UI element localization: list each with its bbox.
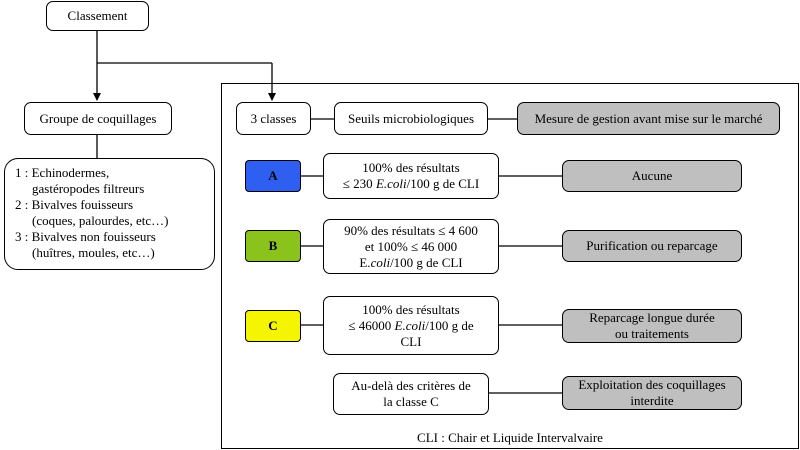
- thresholds-header-label: Seuils microbiologiques: [347, 110, 475, 126]
- class-b-threshold-unit: /100 g de CLI: [390, 254, 463, 270]
- beyond-threshold-line-1: Au-delà des critères de: [351, 378, 471, 393]
- footnote: CLI : Chair et Liquide Intervalvaire: [417, 430, 603, 445]
- class-b-threshold-species: coli: [370, 254, 391, 270]
- groups-box: Groupe de coquillages: [24, 102, 172, 135]
- management-header-label: Mesure de gestion avant mise sur le marc…: [534, 110, 763, 126]
- class-c-threshold-unit: /100 g de: [425, 317, 474, 333]
- root-box: Classement: [46, 1, 149, 31]
- class-c-letter: C: [268, 318, 278, 333]
- beyond-threshold-box: Au-delà des critères de la classe C: [333, 373, 489, 415]
- root-label: Classement: [67, 8, 128, 23]
- beyond-measure-line-1: Exploitation des coquillages: [578, 377, 726, 392]
- groups-list: 1 : Echinodermes, gastéropodes filtreurs…: [4, 158, 215, 270]
- list-item-continuation: (coques, palourdes, etc…): [32, 213, 169, 228]
- class-c-measure-line-2: ou traitements: [614, 326, 689, 341]
- thresholds-header-box: Seuils microbiologiques: [334, 102, 488, 135]
- list-item: 1 : Echinodermes,: [15, 165, 110, 180]
- classes-panel: [221, 83, 799, 449]
- class-a-badge: A: [245, 160, 301, 192]
- class-a-threshold-text: ≤ 230: [342, 176, 376, 191]
- class-c-threshold-line-3: CLI: [400, 333, 422, 349]
- management-header-box: Mesure de gestion avant mise sur le marc…: [517, 102, 780, 135]
- class-c-threshold-line-1: 100% des résultats: [362, 301, 460, 317]
- class-c-measure-line-1: Reparcage longue durée: [589, 310, 715, 325]
- class-c-threshold-box: 100% des résultats ≤ 46000 E.coli/100 g …: [323, 296, 499, 355]
- class-a-threshold-box: 100% des résultats ≤ 230 E.coli/100 g de…: [323, 153, 499, 199]
- class-c-threshold-species: E.coli: [394, 317, 426, 333]
- classes-header-label: 3 classes: [250, 110, 297, 126]
- class-b-threshold-line-3: E.coli/100 g de CLI: [359, 255, 462, 271]
- class-a-threshold-species: E.coli: [375, 176, 407, 191]
- class-a-measure-label: Aucune: [631, 168, 673, 183]
- class-b-letter: B: [268, 238, 278, 253]
- class-a-threshold-line-2: ≤ 230 E.coli/100 g de CLI: [343, 176, 479, 192]
- class-a-threshold-unit: /100 g de CLI: [406, 176, 480, 191]
- class-c-threshold-line-2: ≤ 46000 E.coli/100 g de: [348, 318, 473, 334]
- class-b-badge: B: [245, 230, 301, 262]
- class-b-threshold-genus: E.: [359, 254, 371, 270]
- class-a-measure-box: Aucune: [562, 160, 742, 192]
- class-c-measure-box: Reparcage longue durée ou traitements: [562, 309, 742, 343]
- class-b-threshold-box: 90% des résultats ≤ 4 600 et 100% ≤ 46 0…: [323, 219, 499, 274]
- class-c-threshold-text: ≤ 46000: [348, 317, 395, 333]
- class-b-threshold-line-2: et 100% ≤ 46 000: [364, 238, 458, 254]
- class-a-letter: A: [268, 168, 278, 183]
- beyond-measure-box: Exploitation des coquillages interdite: [562, 376, 742, 410]
- class-b-threshold-line-1: 90% des résultats ≤ 4 600: [344, 222, 478, 238]
- groups-label: Groupe de coquillages: [39, 110, 157, 126]
- class-a-threshold-line-1: 100% des résultats: [362, 160, 460, 175]
- list-item-continuation: (huîtres, moules, etc…): [32, 245, 155, 260]
- beyond-measure-line-2: interdite: [630, 393, 674, 408]
- class-c-badge: C: [245, 310, 301, 342]
- list-item: 2 : Bivalves fouisseurs: [15, 197, 134, 212]
- class-b-measure-box: Purification ou reparcage: [562, 230, 742, 262]
- class-b-measure-label: Purification ou reparcage: [586, 238, 718, 253]
- list-item: 3 : Bivalves non fouisseurs: [15, 229, 156, 244]
- classes-header-box: 3 classes: [236, 102, 311, 135]
- beyond-threshold-line-2: la classe C: [383, 394, 439, 409]
- list-item-continuation: gastéropodes filtreurs: [32, 181, 145, 196]
